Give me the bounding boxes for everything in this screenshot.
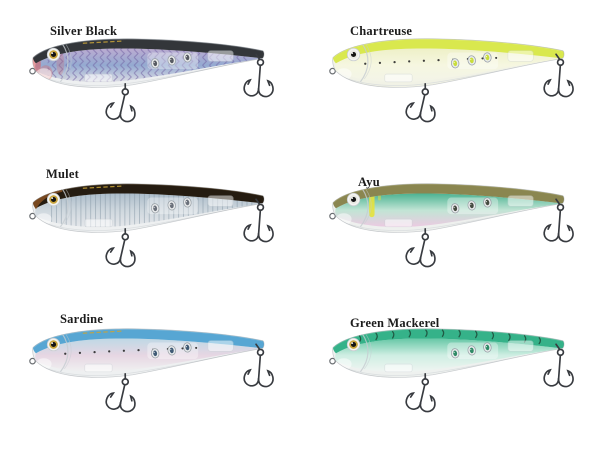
lure-photo <box>329 328 574 413</box>
belly-treble-hook <box>405 373 436 413</box>
nose-line-tie <box>29 357 36 365</box>
tail-treble-hook <box>243 343 274 388</box>
lure-photo <box>329 183 574 268</box>
tail-treble-hook <box>543 198 574 243</box>
lure-color-label: Sardine <box>60 312 104 326</box>
lure-body <box>332 328 565 378</box>
gill-rivets <box>150 52 192 69</box>
lure-card-ayu: Ayu <box>326 161 602 307</box>
gill-rivets <box>150 197 192 214</box>
back-stripe <box>333 328 565 354</box>
lure-card-chartreuse: Chartreuse <box>326 16 602 162</box>
belly-treble-hook <box>105 228 136 268</box>
lure-color-label: Silver Black <box>50 24 118 38</box>
lure-eye <box>46 192 61 207</box>
back-stripe <box>33 183 265 209</box>
tail-treble-hook <box>243 53 274 98</box>
back-stripe <box>33 38 265 64</box>
lure-eye <box>346 337 361 352</box>
lure-color-label: Mulet <box>46 167 79 181</box>
lure-eye <box>346 192 361 207</box>
belly-treble-hook <box>405 228 436 268</box>
lure-body <box>332 38 565 88</box>
back-stripe <box>33 328 265 354</box>
lure-eye <box>346 47 361 62</box>
nose-line-tie <box>29 67 36 75</box>
back-stripe <box>333 38 565 64</box>
lure-card-mulet: Mulet <box>26 161 302 307</box>
lure-body <box>332 183 565 233</box>
lure-color-label: Ayu <box>358 175 380 189</box>
gill-rivets <box>450 52 492 69</box>
lure-eye <box>46 337 61 352</box>
tail-treble-hook <box>543 343 574 388</box>
belly-treble-hook <box>105 83 136 123</box>
lure-body <box>32 328 265 378</box>
lure-card-sardine: Sardine <box>26 306 302 452</box>
lure-body <box>32 183 265 233</box>
lure-image <box>29 179 292 306</box>
lure-photo <box>29 328 274 413</box>
lure-card-green-mackerel: Green Mackerel <box>326 306 602 452</box>
tail-treble-hook <box>243 198 274 243</box>
back-stripe <box>333 183 565 209</box>
nose-line-tie <box>329 67 336 75</box>
lure-photo <box>29 38 274 123</box>
lure-color-label: Chartreuse <box>350 24 413 38</box>
tail-treble-hook <box>543 53 574 98</box>
nose-line-tie <box>329 357 336 365</box>
nose-line-tie <box>329 212 336 220</box>
lure-image <box>329 179 592 306</box>
lure-body <box>32 38 265 88</box>
gill-rivets <box>450 197 492 214</box>
gill-rivets <box>450 342 492 359</box>
lure-photo <box>329 38 574 123</box>
lure-image <box>329 324 592 451</box>
lure-image <box>329 34 592 161</box>
lure-image <box>29 34 292 161</box>
lure-photo <box>29 183 274 268</box>
gill-rivets <box>150 342 192 359</box>
belly-treble-hook <box>105 373 136 413</box>
nose-line-tie <box>29 212 36 220</box>
lure-image <box>29 324 292 451</box>
belly-treble-hook <box>405 83 436 123</box>
lure-card-silver-black: Silver Black <box>26 16 302 162</box>
lure-color-label: Green Mackerel <box>350 316 440 330</box>
lure-eye <box>46 47 61 62</box>
